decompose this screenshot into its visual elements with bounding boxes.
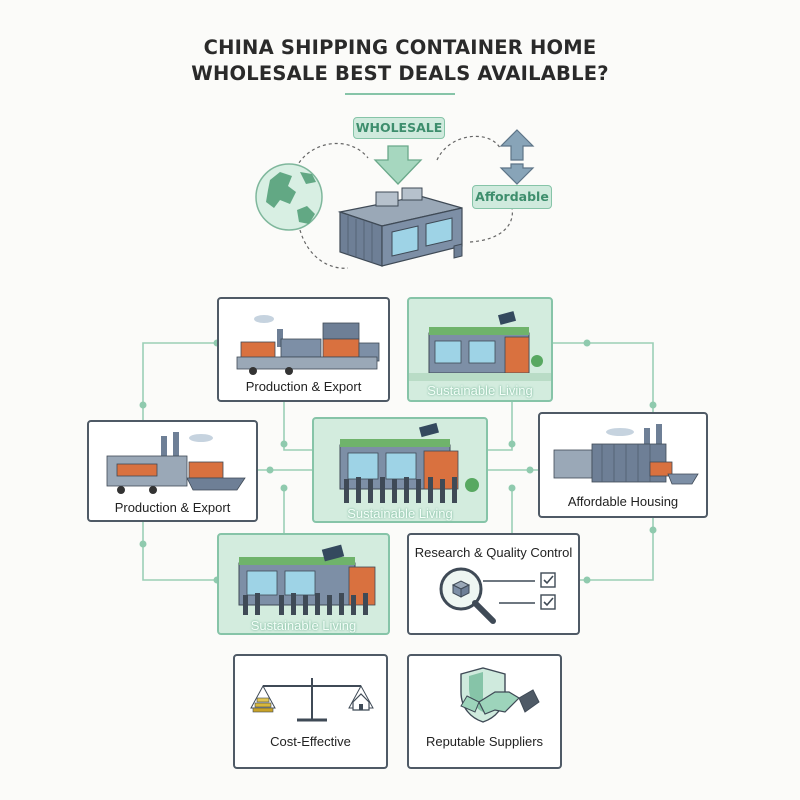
balance-scale-icon [250,678,374,722]
page-title-line-2: WHOLESALE BEST DEALS AVAILABLE? [191,62,609,85]
globe-icon [255,163,323,231]
card-label: Sustainable Living [250,618,357,633]
card-label: Research & Quality Control [414,545,573,560]
card-label: Affordable Housing [567,494,679,509]
card-production-export-left[interactable]: Production & Export [87,420,258,522]
container-home-icon [337,187,463,267]
container-community-icon [238,544,376,615]
card-label: Production & Export [114,500,231,515]
card-sustainable-living-center[interactable]: Sustainable Living [312,417,488,523]
card-label: Sustainable Living [347,506,453,521]
card-label: Reputable Suppliers [425,734,544,749]
affordable-tag: Affordable [472,185,552,209]
card-affordable-housing[interactable]: Affordable Housing [538,412,708,518]
industrial-container-icon [553,424,699,485]
magnifier-checklist-icon [439,567,556,624]
card-label: Cost-Effective [270,734,351,749]
card-research-quality-control[interactable]: Research & Quality Control [407,533,580,635]
card-label: Production & Export [245,379,362,394]
card-sustainable-living-bottom[interactable]: Sustainable Living [217,533,390,635]
card-label: Sustainable Living [427,383,533,398]
card-sustainable-living-top[interactable]: Sustainable Living [407,297,553,402]
shield-handshake-icon [460,667,540,723]
factory-ship-icon [106,432,246,494]
page-title-line-1: CHINA SHIPPING CONTAINER HOME [203,36,597,59]
card-production-export-top[interactable]: Production & Export [217,297,390,402]
port-containers-icon [236,315,380,375]
down-arrow-icon [373,145,423,185]
card-cost-effective[interactable]: Cost-Effective [233,654,388,769]
community-home-icon [339,422,479,503]
green-container-home-icon [409,311,551,381]
wholesale-tag: WHOLESALE [353,117,445,139]
card-reputable-suppliers[interactable]: Reputable Suppliers [407,654,562,769]
title-divider [345,93,455,95]
up-down-arrows-icon [499,129,535,185]
